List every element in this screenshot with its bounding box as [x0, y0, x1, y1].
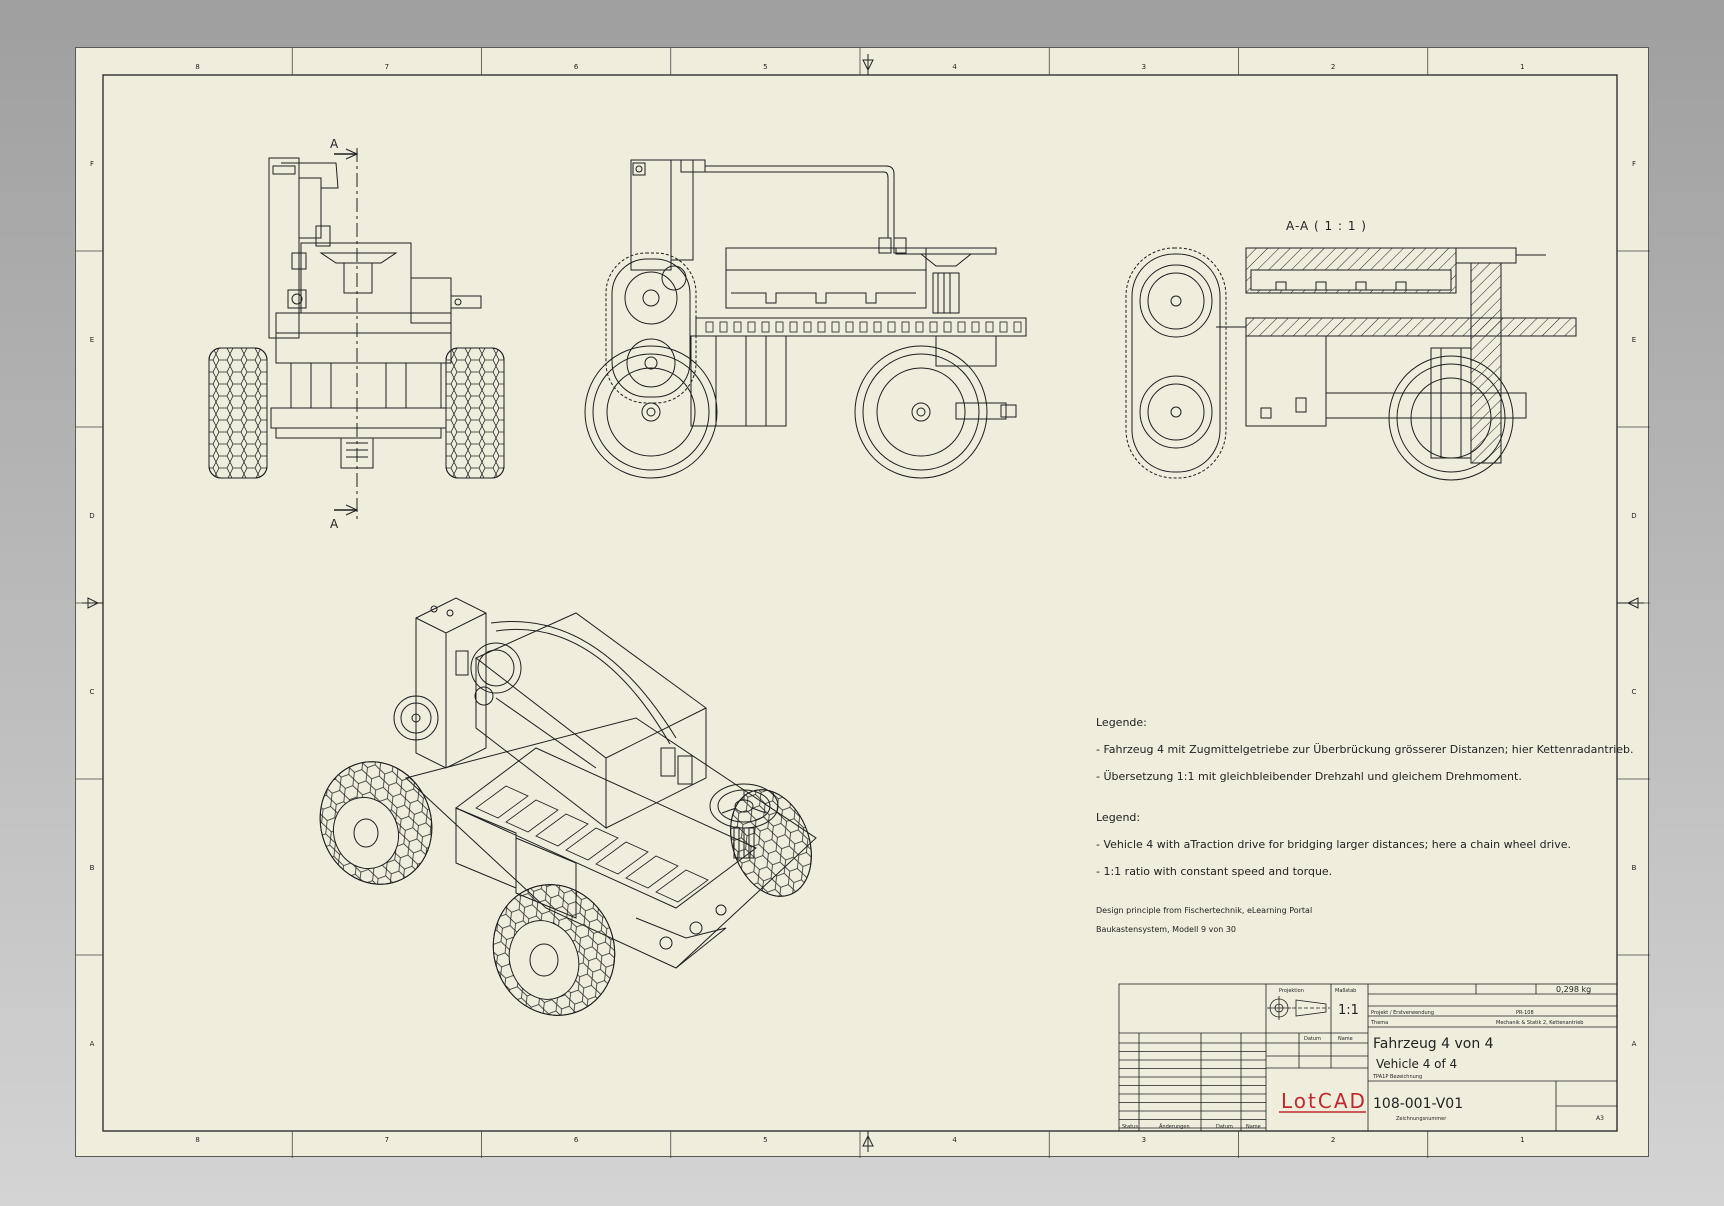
revision-header: Name — [1246, 1124, 1261, 1130]
zone-row-label: B — [90, 864, 95, 872]
zone-column-label: 5 — [763, 63, 767, 71]
zone-column-label: 4 — [952, 63, 957, 71]
side-view — [584, 159, 1027, 479]
zone-column-label: 6 — [574, 1136, 579, 1144]
zone-column-label: 2 — [1331, 63, 1335, 71]
cut-label-top: A — [330, 137, 339, 151]
section-view — [1125, 247, 1577, 481]
datum-label: Datum — [1304, 1036, 1321, 1042]
zone-column-label: 4 — [952, 1136, 957, 1144]
credits-line2: Baukastensystem, Modell 9 von 30 — [1096, 925, 1236, 934]
drawing-number: 108-001-V01 — [1373, 1096, 1463, 1112]
centering-marks — [82, 54, 1644, 1152]
legend-block: Legende: - Fahrzeug 4 mit Zugmittelgetri… — [1096, 716, 1656, 944]
legend-en-line2: - 1:1 ratio with constant speed and torq… — [1096, 865, 1333, 878]
revision-header: Änderungen — [1159, 1123, 1190, 1130]
zone-row-label: C — [90, 688, 95, 696]
drawing-subtitle: TPA1P Bezeichnung — [1372, 1074, 1422, 1080]
drawing-title-en: Vehicle 4 of 4 — [1376, 1057, 1457, 1071]
isometric-view — [319, 597, 817, 1016]
legend-de-line2: - Übersetzung 1:1 mit gleichbleibender D… — [1096, 770, 1522, 783]
zone-row-label: E — [1632, 336, 1636, 344]
project-code: PR-108 — [1516, 1010, 1534, 1016]
zone-column-label: 8 — [195, 1136, 199, 1144]
zone-row-label: B — [1632, 864, 1637, 872]
credits-line1: Design principle from Fischertechnik, eL… — [1096, 906, 1313, 915]
zone-column-label: 3 — [1142, 63, 1146, 71]
zone-column-label: 7 — [385, 63, 389, 71]
zone-column-label: 6 — [574, 63, 579, 71]
zone-column-label: 8 — [195, 63, 199, 71]
zone-row-label: A — [90, 1040, 95, 1048]
zone-row-label: E — [90, 336, 94, 344]
zone-column-label: 7 — [385, 1136, 389, 1144]
theme-value: Mechanik & Statik 2, Kettenantrieb — [1496, 1020, 1583, 1026]
cut-label-bottom: A — [330, 517, 339, 531]
zone-ticks — [76, 48, 1650, 1158]
theme-label: Thema — [1370, 1020, 1388, 1026]
zone-column-label: 1 — [1520, 1136, 1524, 1144]
revision-header: Status — [1122, 1124, 1138, 1130]
section-label: A-A ( 1 : 1 ) — [1286, 219, 1367, 233]
legend-en-title: Legend: — [1096, 811, 1141, 824]
project-label: Projekt / Erstverwendung — [1371, 1010, 1434, 1016]
scale-label: Maßstab — [1335, 988, 1356, 994]
revision-header: Datum — [1216, 1124, 1233, 1130]
front-view — [208, 148, 505, 523]
legend-de-title: Legende: — [1096, 716, 1147, 729]
zone-row-label: A — [1632, 1040, 1637, 1048]
legend-en-line1: - Vehicle 4 with aTraction drive for bri… — [1096, 838, 1571, 851]
scale-value: 1:1 — [1338, 1003, 1359, 1018]
name-label: Name — [1338, 1036, 1353, 1042]
zone-row-label: F — [90, 160, 94, 168]
drawing-number-label: Zeichnungsnummer — [1396, 1116, 1447, 1122]
zone-row-label: D — [1631, 512, 1636, 520]
legend-de-line1: - Fahrzeug 4 mit Zugmittelgetriebe zur Ü… — [1096, 743, 1634, 756]
projection-label: Projektion — [1279, 988, 1304, 994]
zone-column-label: 1 — [1520, 63, 1524, 71]
zone-column-label: 5 — [763, 1136, 767, 1144]
lotcad-logo: LotCAD — [1281, 1089, 1367, 1113]
mass-value: 0,298 kg — [1556, 985, 1591, 994]
title-block — [1118, 983, 1618, 1132]
sheet-format: A3 — [1596, 1115, 1604, 1122]
zone-row-label: C — [1632, 688, 1637, 696]
zone-row-label: D — [89, 512, 94, 520]
zone-column-label: 3 — [1142, 1136, 1146, 1144]
zone-column-label: 2 — [1331, 1136, 1335, 1144]
revision-headers: Status Änderungen Datum Name — [1122, 1123, 1261, 1130]
drawing-title-de: Fahrzeug 4 von 4 — [1373, 1036, 1494, 1052]
zone-row-label: F — [1632, 160, 1636, 168]
